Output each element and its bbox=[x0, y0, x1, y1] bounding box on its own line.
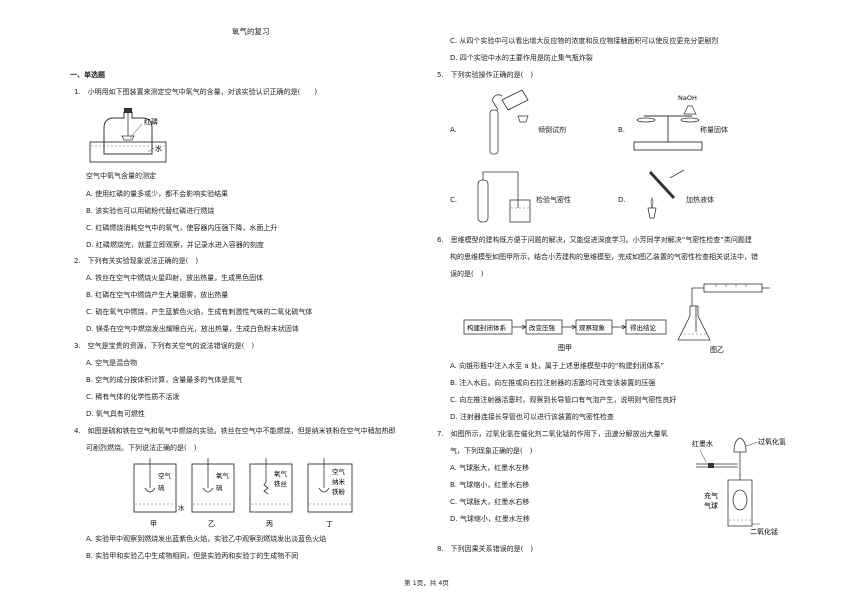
page-title: 氧气的复习 bbox=[232, 27, 270, 36]
q6-flow-step-1: 构建封闭体系 bbox=[467, 323, 507, 332]
q1-option-a[interactable]: A. 使用红磷的量多或少，都不会影响实验结果 bbox=[86, 190, 229, 198]
q3-option-d[interactable]: D. 氧气具有可燃性 bbox=[86, 410, 145, 418]
q6-stem-line2: 构的思维模型如图甲所示，结合小芳建构的思维模型，完成如图乙装置的气密性检查相关说… bbox=[450, 253, 758, 261]
q4-s-label-a: 硫 bbox=[158, 483, 165, 492]
q5-caption-a: 倾倒试剂 bbox=[538, 126, 566, 134]
q4-option-c[interactable]: C. 从四个实验中可以看出增大反应物的浓度和反应物接触面积可以使反应更充分更剧烈 bbox=[450, 37, 719, 45]
q4-s-label-b: 硫 bbox=[216, 483, 223, 492]
q5-figure-d bbox=[647, 169, 685, 219]
q5-figure-b: NaOH bbox=[633, 94, 703, 151]
q7-figure: 红墨水 过氧化氢 充气 气球 二氧化锰 bbox=[692, 437, 786, 536]
q6-option-a[interactable]: A. 向锥形瓶中注入水至 a 处，属于上述思维模型中的“构建封闭体系” bbox=[450, 362, 665, 370]
q4-label-yi: 乙 bbox=[208, 520, 215, 528]
q5-caption-b: 称量固体 bbox=[700, 126, 728, 134]
q3-option-a[interactable]: A. 空气是混合物 bbox=[86, 359, 138, 367]
q1-option-b[interactable]: B. 该实验也可以用硫粉代替红磷进行燃烧 bbox=[86, 207, 215, 215]
q4-figure: 空气 硫 氧气 硫 氧气 铁丝 空气 纳米 铁粉 水 甲 乙 丙 丁 bbox=[133, 458, 353, 528]
q7-stem-line2: 气，下列现象正确的是( ) bbox=[450, 447, 533, 455]
q6-option-b[interactable]: B. 注入水后，向左推或向右拉注射器的活塞均可改变该装置的压强 bbox=[450, 379, 656, 387]
q1-stem: 1. 小明用如下图装置来测定空气中氧气的含量，对该实验认识正确的是( ) bbox=[74, 88, 318, 96]
q6-option-c[interactable]: C. 向左推注射器活塞时，观察到长导管口有气泡产生，说明则气密性良好 bbox=[450, 396, 677, 404]
q1-red-p-label: 红磷 bbox=[144, 117, 158, 126]
q4-stem-line2: 可剧烈燃烧。下列说法正确的是( ) bbox=[86, 444, 197, 452]
q7-stem-line1: 7. 如图所示，过氧化氢在催化剂二氧化锰的作用下，迅速分解放出大量氧 bbox=[437, 430, 668, 438]
q4-o2-label-b: 氧气 bbox=[216, 471, 230, 480]
page-footer: 第 1页，共 4页 bbox=[404, 579, 449, 587]
q1-figure: 红磷 水 bbox=[89, 108, 167, 163]
q6-fig-jia-label: 图甲 bbox=[558, 344, 572, 352]
q6-stem-line1: 6. 思维模型的建构既方便于问题的解决，又能促进深度学习。小芳同学对解决“气密性… bbox=[437, 236, 752, 244]
q4-label-jia: 甲 bbox=[150, 520, 157, 528]
q7-option-c[interactable]: C. 气球胀大，红墨水右移 bbox=[450, 498, 530, 506]
q3-option-b[interactable]: B. 空气的成分按体积计算，含量最多的气体是氮气 bbox=[86, 376, 243, 384]
q6-stem-line3: 误的是( ) bbox=[450, 270, 484, 278]
q3-option-c[interactable]: C. 稀有气体的化学性质不活泼 bbox=[86, 393, 180, 401]
q7-option-a[interactable]: A. 气球胀大，红墨水左移 bbox=[450, 464, 530, 472]
q1-caption: 空气中氧气含量的测定 bbox=[86, 172, 156, 180]
q4-label-ding: 丁 bbox=[326, 520, 333, 528]
q5-caption-d: 加热液体 bbox=[686, 196, 714, 204]
q4-o2-label-c: 氧气 bbox=[274, 469, 288, 478]
q4-nano-label-d: 纳米 bbox=[332, 477, 346, 486]
q7-red-ink-label: 红墨水 bbox=[692, 439, 713, 448]
q8-stem: 8. 下列因果关系错误的是( ) bbox=[437, 545, 534, 553]
q4-air-label-a: 空气 bbox=[158, 471, 172, 480]
q4-fe-label-c: 铁丝 bbox=[274, 479, 288, 488]
q6-fig-yi-label: 图乙 bbox=[710, 346, 724, 354]
q7-h2o2-label: 过氧化氢 bbox=[758, 437, 786, 446]
q5-option-a[interactable]: A. bbox=[450, 126, 457, 134]
q4-option-b[interactable]: B. 实验甲和实验乙中生成物相同，但是实验丙和实验丁的生成物不同 bbox=[86, 552, 299, 560]
q4-label-bing: 丙 bbox=[266, 520, 273, 528]
q2-stem: 2. 下列有关实验现象说法正确的是( ) bbox=[74, 257, 199, 265]
q1-option-c[interactable]: C. 红磷燃烧消耗空气中的氧气，使容器内压强下降，水面上升 bbox=[86, 224, 278, 232]
q5-caption-c: 检验气密性 bbox=[536, 196, 571, 204]
q4-stem-line1: 4. 如图是硫和铁在空气和氧气中燃烧的实验。铁丝在空气中不能燃烧，但是纳米铁粉在… bbox=[74, 427, 396, 435]
q7-balloon-label-2: 气球 bbox=[704, 501, 718, 510]
q7-option-d[interactable]: D. 气球缩小，红墨水左移 bbox=[450, 515, 530, 523]
q4-fepowder-label-d: 铁粉 bbox=[332, 487, 346, 496]
q2-option-a[interactable]: A. 铁丝在空气中燃烧火星四射，放出热量，生成黑色固体 bbox=[86, 274, 264, 282]
q2-option-b[interactable]: B. 红磷在空气中燃烧产生大量烟雾，放出热量 bbox=[86, 291, 229, 299]
q5-option-b[interactable]: B. bbox=[618, 126, 626, 134]
q3-stem: 3. 空气是宝贵的资源，下列有关空气的说法错误的是( ) bbox=[74, 342, 255, 350]
q5-figure-a bbox=[489, 89, 529, 155]
q6-flow-step-4: 得出结论 bbox=[630, 323, 657, 332]
q2-option-d[interactable]: D. 镁条在空气中燃烧发出耀眼白光，放出热量，生成白色粉末状固体 bbox=[86, 325, 299, 333]
q6-flow-step-2: 改变压强 bbox=[529, 323, 556, 332]
q5-option-d[interactable]: D. bbox=[618, 196, 626, 204]
q4-option-d[interactable]: D. 四个实验中水的主要作用是防止集气瓶炸裂 bbox=[450, 54, 593, 62]
q6-apparatus-figure: 图乙 bbox=[677, 283, 770, 354]
q1-option-d[interactable]: D. 红磷燃烧完，就要立即观察，并记录水进入容器的刻度 bbox=[86, 241, 264, 249]
q4-option-a[interactable]: A. 实验甲中观察到燃烧发出蓝紫色火焰，实验乙中观察到燃烧发出淡蓝色火焰 bbox=[86, 535, 327, 543]
q5-naoh-label: NaOH bbox=[678, 94, 697, 102]
q6-flow-step-3: 观察现象 bbox=[579, 323, 606, 332]
q6-flow-diagram: 构建封闭体系 改变压强 观察现象 得出结论 图甲 bbox=[463, 319, 667, 352]
q4-air-label-d: 空气 bbox=[332, 467, 346, 476]
q7-option-b[interactable]: B. 气球缩小，红墨水右移 bbox=[450, 481, 530, 489]
section-heading: 一、单选题 bbox=[70, 71, 105, 79]
q1-water-label: 水 bbox=[155, 144, 162, 153]
q4-water-label: 水 bbox=[178, 503, 185, 512]
q7-balloon-label-1: 充气 bbox=[704, 491, 718, 500]
q5-stem: 5. 下列实验操作正确的是( ) bbox=[437, 71, 534, 79]
q5-option-c[interactable]: C. bbox=[450, 196, 458, 204]
q5-figure-c bbox=[477, 171, 531, 223]
q2-option-c[interactable]: C. 硫在氧气中燃烧，产生蓝紫色火焰，生成有刺激性气味的二氧化硫气体 bbox=[86, 308, 313, 316]
q6-option-d[interactable]: D. 注射器连接长导管也可以进行该装置的气密性检查 bbox=[450, 413, 614, 421]
q7-mno2-label: 二氧化锰 bbox=[750, 527, 778, 536]
